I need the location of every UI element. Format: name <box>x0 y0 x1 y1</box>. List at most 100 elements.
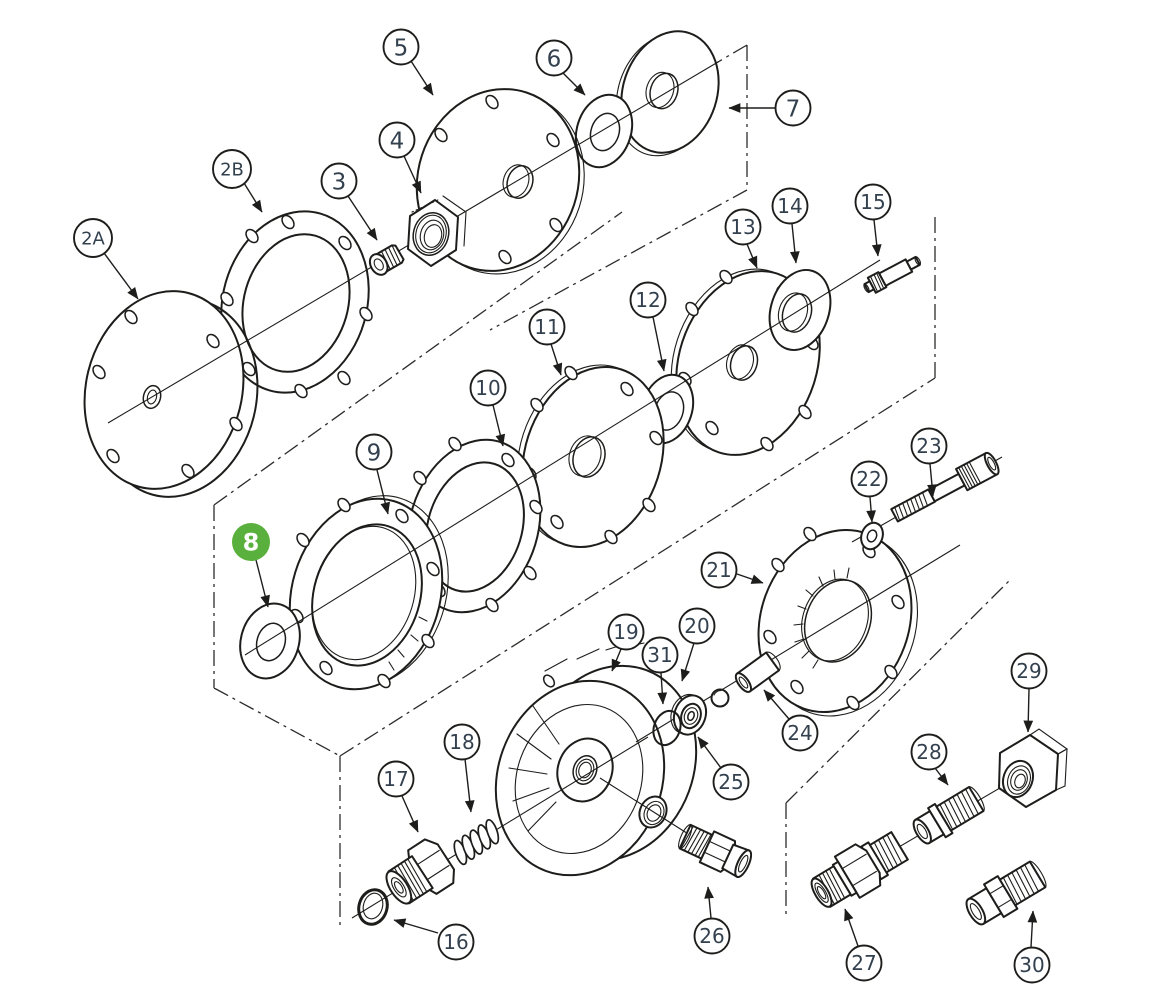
callout-16[interactable]: 16 <box>393 918 475 961</box>
callout-11-label: 11 <box>534 315 559 339</box>
callout-3-balloon[interactable] <box>320 162 358 200</box>
callout-18[interactable]: 18 <box>443 723 481 813</box>
callout-28-balloon[interactable] <box>910 733 948 771</box>
callout-28[interactable]: 28 <box>910 733 949 786</box>
callout-2B[interactable]: 2B <box>212 149 263 213</box>
callout-12-balloon[interactable] <box>629 281 667 319</box>
callout-24[interactable]: 24 <box>763 689 819 752</box>
part-26-drawing <box>678 823 753 879</box>
callout-16-leader-arrow <box>393 918 439 934</box>
callout-10-leader-arrow <box>492 404 506 447</box>
callout-3-label: 3 <box>332 169 347 195</box>
callout-30-leader-arrow <box>1027 910 1038 948</box>
callout-23-balloon[interactable] <box>910 427 948 465</box>
callout-18-label: 18 <box>449 730 474 754</box>
callout-7-balloon[interactable] <box>774 89 812 127</box>
callout-8-balloon[interactable] <box>232 523 270 561</box>
callout-6[interactable]: 6 <box>535 39 586 96</box>
callout-19-balloon[interactable] <box>607 613 645 651</box>
callout-27-balloon[interactable] <box>845 944 883 982</box>
callout-7[interactable]: 7 <box>728 89 812 127</box>
callout-20-balloon[interactable] <box>678 607 716 645</box>
callout-2B-balloon[interactable] <box>212 149 252 189</box>
part-11-drawing <box>516 364 665 548</box>
callout-23[interactable]: 23 <box>910 427 948 497</box>
callout-25-balloon[interactable] <box>712 763 750 801</box>
callout-25[interactable]: 25 <box>697 736 750 801</box>
callout-16-balloon[interactable] <box>437 923 475 961</box>
callout-31-leader-arrow <box>657 672 668 705</box>
callout-14[interactable]: 14 <box>771 187 809 264</box>
callout-30-balloon[interactable] <box>1013 946 1051 984</box>
callout-17-leader-arrow <box>401 795 419 833</box>
callout-9-balloon[interactable] <box>355 433 393 471</box>
callout-31[interactable]: 31 <box>641 636 679 705</box>
callout-21-balloon[interactable] <box>700 551 738 589</box>
callout-28-label: 28 <box>916 740 941 764</box>
callout-13-balloon[interactable] <box>724 208 762 246</box>
callout-9[interactable]: 9 <box>355 433 393 515</box>
callout-12[interactable]: 12 <box>629 281 667 372</box>
callout-27-label: 27 <box>851 951 876 975</box>
callout-19[interactable]: 19 <box>607 613 645 672</box>
callout-8[interactable]: 8 <box>232 523 270 608</box>
callout-27[interactable]: 27 <box>844 908 883 982</box>
callout-15-leader-arrow <box>871 219 882 257</box>
callout-11[interactable]: 11 <box>528 308 566 376</box>
callout-29-leader-arrow <box>1023 688 1034 733</box>
callout-27-leader-arrow <box>844 908 859 947</box>
callout-29[interactable]: 29 <box>1010 652 1048 733</box>
callout-5[interactable]: 5 <box>382 28 434 96</box>
callout-5-balloon[interactable] <box>382 28 420 66</box>
part-4-drawing <box>407 195 467 267</box>
callout-9-label: 9 <box>367 440 382 466</box>
callout-4-balloon[interactable] <box>378 121 416 159</box>
callout-10-balloon[interactable] <box>469 369 507 407</box>
callout-26[interactable]: 26 <box>693 886 731 955</box>
callout-17-label: 17 <box>383 767 408 791</box>
face-machining-lines <box>508 705 560 832</box>
callout-20-leader-arrow <box>680 642 695 682</box>
part-8-drawing <box>239 602 301 680</box>
callout-10[interactable]: 10 <box>469 369 507 447</box>
part-7-drawing <box>615 30 720 157</box>
callout-22-balloon[interactable] <box>850 460 888 498</box>
callout-21-leader-arrow <box>736 573 764 584</box>
part-28-drawing <box>912 786 985 845</box>
part-2b-drawing <box>220 210 373 399</box>
callout-2A-label: 2A <box>81 228 105 249</box>
callout-2A-leader-arrow <box>103 252 139 300</box>
callout-12-label: 12 <box>635 288 660 312</box>
callout-17-balloon[interactable] <box>377 760 415 798</box>
callout-3-leader-arrow <box>347 195 378 241</box>
callout-21[interactable]: 21 <box>700 551 764 589</box>
callout-15-balloon[interactable] <box>854 183 892 221</box>
callout-14-balloon[interactable] <box>771 187 809 225</box>
callout-29-balloon[interactable] <box>1010 652 1048 690</box>
callout-15[interactable]: 15 <box>854 183 892 257</box>
callout-12-leader-arrow <box>652 316 667 372</box>
part-19-drawing <box>494 642 698 877</box>
part-18-drawing <box>453 818 500 866</box>
callout-25-leader-arrow <box>697 736 722 769</box>
graduation-ticks <box>793 567 850 669</box>
callout-30[interactable]: 30 <box>1013 910 1051 984</box>
callout-6-balloon[interactable] <box>535 39 573 77</box>
callout-26-balloon[interactable] <box>693 917 731 955</box>
callout-18-balloon[interactable] <box>443 723 481 761</box>
callout-24-balloon[interactable] <box>781 714 819 752</box>
callout-2A-balloon[interactable] <box>73 218 113 258</box>
callout-17[interactable]: 17 <box>377 760 419 833</box>
callout-13[interactable]: 13 <box>724 208 762 269</box>
callout-2A[interactable]: 2A <box>73 218 139 300</box>
callout-11-balloon[interactable] <box>528 308 566 346</box>
part-25-drawing <box>670 693 708 736</box>
part-15-drawing <box>863 255 922 294</box>
callout-20[interactable]: 20 <box>678 607 716 682</box>
callout-31-balloon[interactable] <box>641 636 679 674</box>
callout-4[interactable]: 4 <box>378 121 422 194</box>
callout-3[interactable]: 3 <box>320 162 378 241</box>
callout-9-leader-arrow <box>376 469 390 515</box>
callout-22[interactable]: 22 <box>850 460 888 523</box>
